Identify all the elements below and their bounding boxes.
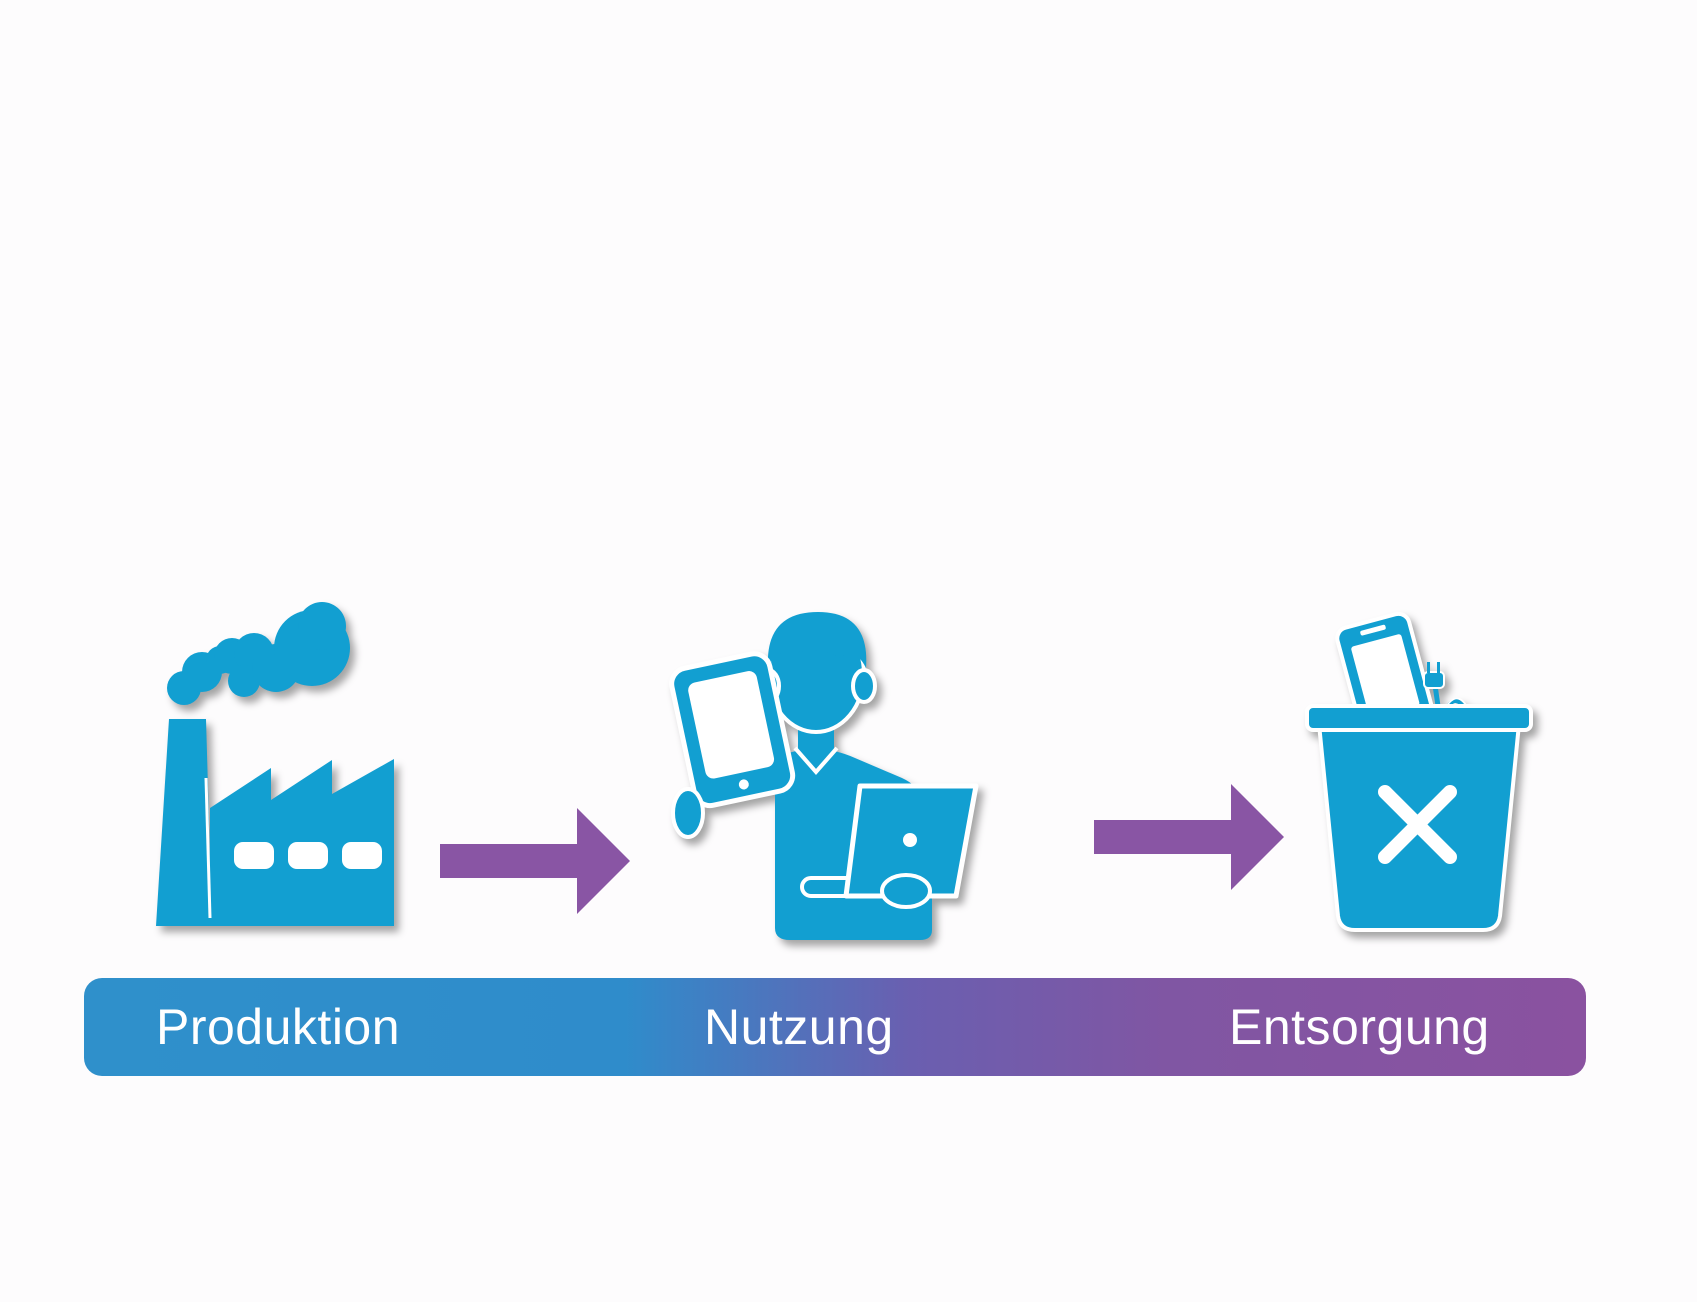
- stage-label-production: Produktion: [156, 999, 401, 1055]
- arrow-right-icon: [440, 808, 630, 914]
- trash-bin-with-phone-icon: [1305, 611, 1535, 944]
- stage-label-disposal: Entsorgung: [1229, 999, 1490, 1055]
- person-with-devices-icon: [669, 610, 990, 940]
- factory-icon: [152, 602, 412, 938]
- stage-label-usage: Nutzung: [704, 999, 894, 1055]
- arrow-right-icon: [1094, 784, 1284, 890]
- lifecycle-stage-bar: Produktion Nutzung Entsorgung: [84, 978, 1586, 1076]
